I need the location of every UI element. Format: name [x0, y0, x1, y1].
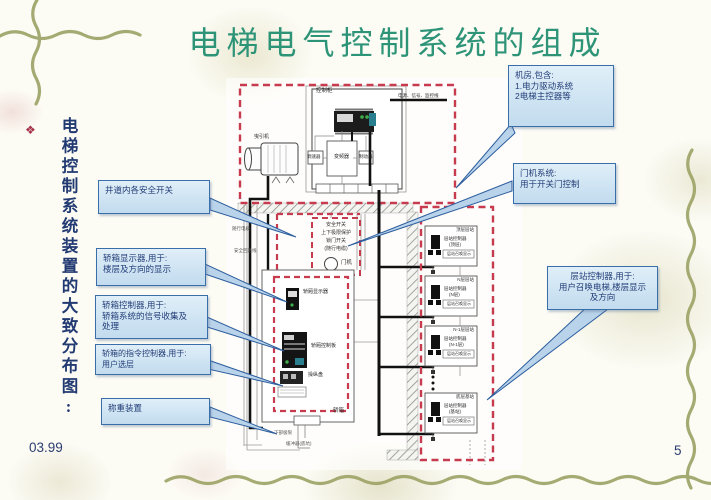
slide-page-number: 5 — [674, 443, 682, 458]
label-station-2-title: N层层站 — [457, 277, 474, 282]
label-door-motor: 门机 — [341, 260, 353, 266]
callout-car-controller-line1: 轿箱控制器,用于: — [102, 300, 167, 310]
callout-door-system-line1: 门机系统: — [520, 168, 557, 178]
callout-landing-line3: 及方向 — [589, 292, 616, 302]
label-power-note: 电源、信号、监控线 — [398, 93, 439, 98]
callout-shaft-safety-line1: 井道内各安全开关 — [105, 185, 174, 195]
label-car-display: 轿厢显示器 — [303, 289, 329, 295]
hatch-structure — [237, 202, 419, 461]
label-command-panel: 操纵盘 — [308, 372, 324, 378]
callout-car-command-line1: 轿箱的指令控制器,用于: — [102, 349, 187, 358]
label-station-3-floor: (N-1层) — [449, 342, 464, 347]
callout-car-controller: 轿箱控制器,用于: 轿箱系统的信号收集及 处理 — [95, 295, 208, 339]
door-safety-group — [275, 212, 361, 284]
callout-car-display: 轿箱显示器,用于: 楼层及方向的显示 — [96, 248, 206, 286]
label-car-controller: 轿厢控制板 — [311, 343, 337, 349]
callout-car-controller-line2: 轿箱系统的信号收集及 — [102, 310, 188, 321]
label-governor: 调速器 — [307, 154, 321, 159]
label-station-3-panel: 层站召唤显示 — [447, 351, 471, 356]
label-station-1-panel: 层站召唤显示 — [447, 251, 471, 256]
label-safety-circuit: 安全回路线 — [234, 248, 257, 253]
label-station-2-ctrl: 层站控制器 — [444, 286, 467, 291]
car-group — [261, 269, 355, 449]
callout-pointer-beams — [204, 123, 614, 435]
callout-car-controller-line3: 处理 — [102, 321, 120, 331]
label-travel-cable: 随行电缆 — [232, 226, 250, 231]
stations-group — [419, 205, 495, 462]
label-station-2-floor: (N层) — [449, 292, 460, 297]
label-station-1-title: 顶层层站 — [456, 227, 474, 232]
callout-landing-line2: 用户召唤电梯,楼层显示 — [558, 281, 647, 292]
label-buffer: 缓冲器(底坑) — [286, 441, 312, 446]
label-station-1-floor: (顶层) — [449, 242, 461, 247]
callout-door-system: 门机系统: 用于开关门控制 — [513, 163, 616, 204]
callout-machine-room-line3: 2电梯主控器等 — [515, 91, 571, 101]
label-station-3-ctrl: 层站控制器 — [444, 336, 467, 341]
label-control-cabinet: 控制柜 — [316, 88, 333, 94]
machine-room-group — [238, 83, 457, 430]
callout-shaft-safety-switches: 井道内各安全开关 — [98, 180, 210, 214]
label-station-3-title: N-1层层站 — [453, 327, 474, 332]
callout-machine-room: 机房,包含: 1.电力驱动系统 2电梯主控器等 — [508, 65, 614, 127]
label-inverter: 变频器 — [334, 154, 350, 160]
label-safety-3: 锁门开关 — [325, 238, 346, 244]
callout-weighing-line1: 称重装置 — [108, 403, 143, 413]
callout-door-system-line2: 用于开关门控制 — [520, 178, 580, 189]
callout-landing-controller: 层站控制器,用于: 用户召唤电梯,楼层显示 及方向 — [547, 266, 658, 310]
label-brake: 制动器 — [359, 154, 373, 159]
label-safety-1: 安全开关 — [325, 222, 346, 228]
sidebar-vertical-caption: 电梯控制系统装置的大致分布图: — [59, 117, 78, 420]
page-title: 电梯电气控制系统的组成 — [188, 25, 607, 61]
callout-car-display-line2: 楼层及方向的显示 — [103, 263, 172, 274]
callout-car-command: 轿箱的指令控制器,用于: 用户选层 — [95, 344, 211, 375]
label-station-4-ctrl: 层站控制器 — [444, 403, 467, 408]
label-traction-motor: 曳引机 — [254, 134, 270, 140]
callout-machine-room-line2: 1.电力驱动系统 — [515, 80, 574, 91]
slide-date: 03.99 — [29, 440, 63, 455]
callout-car-command-line2: 用户选层 — [102, 359, 134, 369]
callout-landing-line1: 层站控制器,用于: — [570, 271, 635, 281]
label-lower-limit: 下部极限 — [274, 430, 292, 435]
label-station-4-floor: (基站) — [449, 409, 461, 414]
label-car: 轿箱 — [333, 408, 345, 414]
label-station-4-title: 底层基站 — [456, 394, 474, 399]
label-station-4-panel: 层站召唤显示 — [447, 418, 471, 423]
callout-weighing-device: 称重装置 — [101, 398, 210, 425]
callout-machine-room-line1: 机房,包含: — [515, 70, 554, 80]
callout-car-display-line1: 轿箱显示器,用于: — [103, 253, 168, 263]
label-safety-4: (随行电缆) — [324, 246, 348, 252]
label-station-1-ctrl: 层站控制器 — [444, 236, 467, 241]
label-station-2-panel: 层站召唤显示 — [447, 301, 471, 306]
diamond-bullet-icon: ❖ — [25, 123, 36, 137]
label-safety-2: 上下极限保护 — [320, 230, 351, 236]
